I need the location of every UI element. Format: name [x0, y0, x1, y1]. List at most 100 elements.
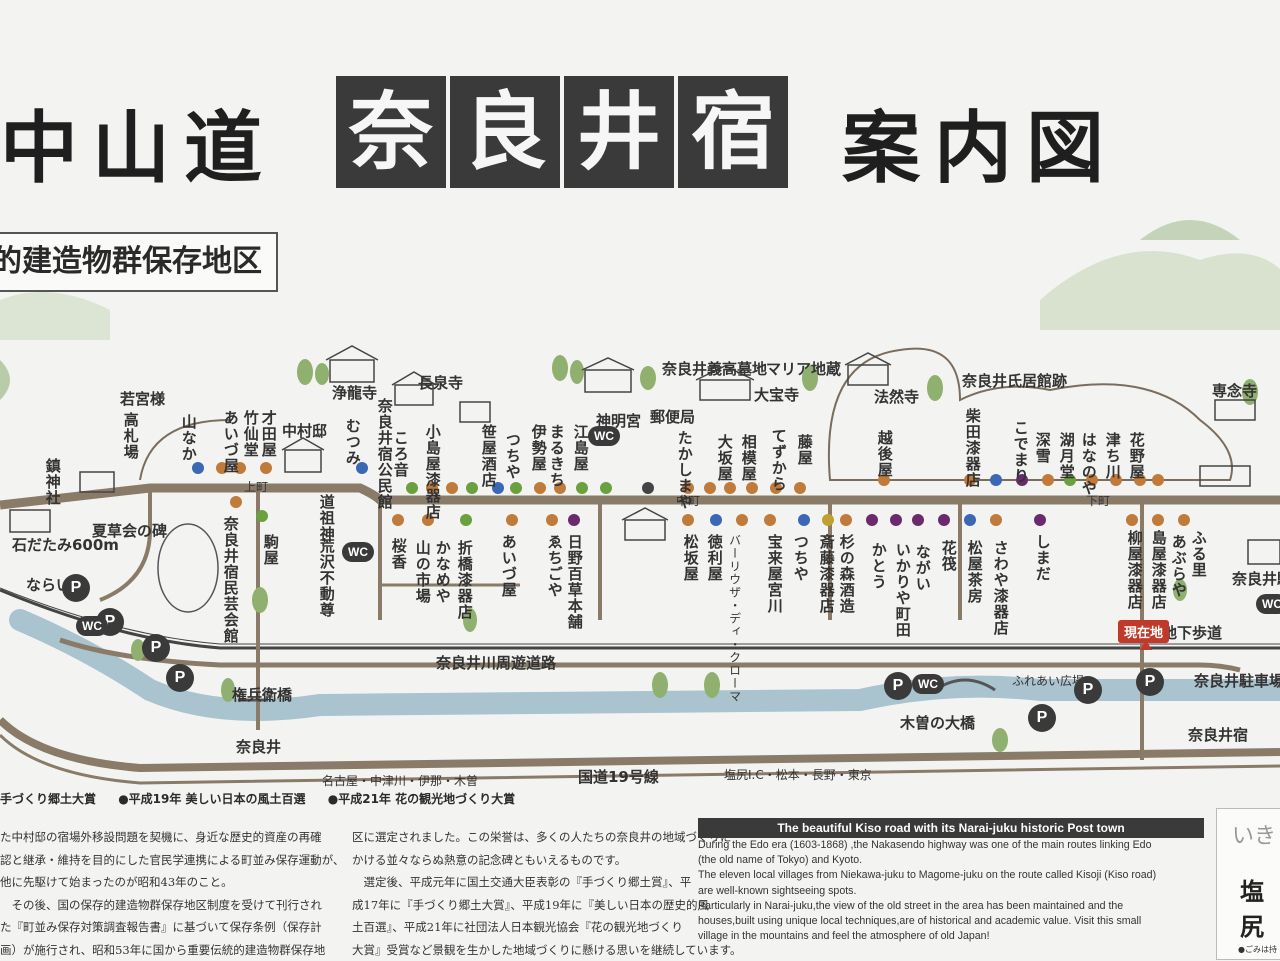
english-line: are well-known sightseeing spots.: [698, 884, 1204, 899]
road-nakamachi: 中町: [676, 492, 700, 509]
label-afuraya: あぶらや: [1170, 534, 1186, 598]
label-takeshodo: 竹仙堂: [242, 410, 258, 458]
label-chosenji: 長泉寺: [418, 372, 463, 393]
road-kamimachi: 上町: [244, 478, 268, 495]
jp-line: 他に先駆けて始まったのが昭和43年のこと。: [0, 871, 344, 894]
label-fujiya: 藤屋: [796, 434, 812, 466]
label-tezukara: てずから: [770, 428, 786, 492]
label-dosojin: 道祖神: [318, 494, 334, 542]
award-1: 手づくり郷土大賞: [0, 792, 96, 806]
label-tsuchiya2: つちや: [792, 534, 808, 582]
label-saitaya: 才田屋: [260, 410, 276, 458]
jp-line: た中村邸の宿場外移設問題を契機に、身近な歴史的資産の再確: [0, 826, 344, 849]
label-gonbe: 権兵衛橋: [232, 684, 292, 705]
label-oosakaya: 大坂屋: [716, 434, 732, 482]
label-chinjusha: 鎮神社: [44, 458, 60, 506]
label-maria: マリア地蔵: [766, 358, 841, 379]
jp-line: 区に選定されました。この栄誉は、多くの人たちの奈良井の地域づくりに: [352, 826, 742, 849]
road-shimomachi: 下町: [1086, 492, 1110, 509]
label-aiboya: 相模屋: [740, 434, 756, 482]
label-narai-bochi: 奈良井義高墓地: [662, 358, 767, 379]
parking-icon: P: [166, 664, 194, 692]
label-nagai: ながい: [914, 544, 930, 592]
label-tsuchiya: つちや: [504, 432, 520, 480]
label-iseya: 伊勢屋: [530, 424, 546, 472]
english-info: The beautiful Kiso road with its Narai-j…: [698, 818, 1204, 944]
jp-text-right: 区に選定されました。この栄誉は、多くの人たちの奈良井の地域づくりに かける並々な…: [352, 826, 742, 961]
parking-icon: P: [1028, 704, 1056, 732]
jp-line: その後、国の保存的建造物群保存地区制度を受けて刊行され: [0, 894, 344, 917]
jp-line: 成17年に『手づくり郷土大賞』、平成19年に『美しい日本の歴史的風: [352, 894, 742, 917]
jp-line: た『町並み保存対策調査報告書』に基づいて保存条例（保存計: [0, 916, 344, 939]
parking-icon: P: [1074, 676, 1102, 704]
label-kaname: かなめや: [434, 540, 450, 604]
label-yuubinkyoku: 郵便局: [650, 406, 695, 427]
label-kosatsuba: 高札場: [122, 412, 138, 460]
label-narai-koen: 奈良井宿民芸会館: [222, 516, 238, 644]
wc-icon: WC: [588, 426, 620, 446]
label-wakamiya: 若宮様: [120, 388, 165, 409]
jp-line: 土百選』、平成21年に社団法人日本観光協会『花の観光地づくり: [352, 916, 742, 939]
label-hozenji: 法然寺: [874, 386, 919, 407]
wc-icon: WC: [76, 616, 108, 636]
jp-line: 画）が施行され、昭和53年に国から重要伝統的建造物群保存地: [0, 939, 344, 961]
label-marukichi: まるきち: [548, 424, 564, 488]
parking-icon: P: [142, 634, 170, 662]
label-orihashi: 折橋漆器店: [456, 540, 472, 620]
wc-icon: WC: [342, 542, 374, 562]
label-narai-chushajo: 奈良井駐車場: [1194, 670, 1280, 691]
label-arasawa: 荒沢不動尊: [318, 538, 334, 618]
label-sawaya: さわや漆器店: [992, 540, 1008, 636]
label-sakurako: 桜香: [390, 538, 406, 570]
jp-line: かける並々ならぬ熱意の記念碑ともいえるものです。: [352, 849, 742, 872]
road-fureai: ふれあい広場: [1012, 672, 1084, 689]
jp-line: 選定後、平成元年に国土交通大臣表彰の『手づくり郷土賞』、平: [352, 871, 742, 894]
english-line: The eleven local villages from Niekawa-j…: [698, 868, 1204, 883]
label-yamano-ichiba: 山の市場: [414, 540, 430, 604]
road-route19-left: 名古屋・中津川・伊那・木曽: [322, 772, 478, 789]
label-kiso-ohashi: 木曽の大橋: [900, 712, 975, 733]
road-kawa-road: 奈良井川周遊道路: [436, 652, 556, 673]
road-narai-sign: 奈良井: [236, 736, 281, 757]
label-echigoya2: ゑちごや: [546, 534, 562, 598]
label-kato: かとう: [870, 542, 886, 590]
label-matsuzakaya: 松坂屋: [682, 534, 698, 582]
label-shimada: しまだ: [1034, 534, 1050, 582]
road-underground: 地下歩道: [1162, 622, 1222, 643]
label-sasaya: 笹屋酒店: [480, 424, 496, 488]
label-narai-bus: 奈良井宿: [1188, 724, 1248, 745]
label-yanagiya: 柳屋漆器店: [1126, 530, 1142, 610]
label-shimaya: 島屋漆器店: [1150, 530, 1166, 610]
label-hourai: 宝来屋宮川: [766, 534, 782, 614]
label-mutsumi: むつみ: [344, 418, 360, 466]
side-panel-note: ●ごみは持: [1238, 944, 1277, 955]
label-nakamura: 中村邸: [282, 420, 327, 441]
road-route19-right: 塩尻I.C・松本・長野・東京: [724, 766, 872, 783]
english-line: (the old name of Tokyo) and Kyoto.: [698, 853, 1204, 868]
label-koronne: ころ音: [392, 430, 408, 478]
road-route19: 国道19号線: [578, 766, 659, 787]
label-aizuya2: あいづ屋: [500, 534, 516, 598]
label-fukaya: 深雪: [1034, 432, 1050, 464]
english-line: Particularly in Narai-juku,the view of t…: [698, 899, 1204, 914]
side-panel-name: 塩尻: [1240, 872, 1280, 942]
label-kogetsudo: 湖月堂: [1058, 432, 1074, 480]
railway: [0, 590, 1280, 648]
label-edoshimaya: 江島屋: [572, 424, 588, 472]
current-location-badge: 現在地: [1118, 620, 1169, 643]
award-3: ●平成21年 花の観光地づくり大賞: [328, 792, 515, 806]
wc-icon: WC: [912, 674, 944, 694]
label-furusato: ふる里: [1190, 530, 1206, 578]
awards-line: 手づくり郷土大賞 ●平成19年 美しい日本の風土百選 ●平成21年 花の観光地づ…: [0, 790, 533, 807]
label-tokuriya: 徳利屋: [706, 534, 722, 582]
label-saito: 斎藤漆器店: [818, 534, 834, 614]
label-nikko: 日野百草本舗: [566, 534, 582, 630]
label-tsuchikawa: 津ち川: [1104, 432, 1120, 480]
label-narai-shikyo: 奈良井氏居館跡: [962, 370, 1067, 391]
label-hanaya: 花野屋: [1128, 432, 1144, 480]
side-panel-top: いき: [1232, 818, 1276, 850]
label-yoshikai: 夏草会の碑: [92, 520, 167, 541]
jp-text-left: た中村邸の宿場外移設問題を契機に、身近な歴史的資産の再確 認と継承・維持を目的に…: [0, 826, 344, 961]
route-19: [0, 720, 1280, 768]
label-jodoji: 浄龍寺: [332, 382, 377, 403]
